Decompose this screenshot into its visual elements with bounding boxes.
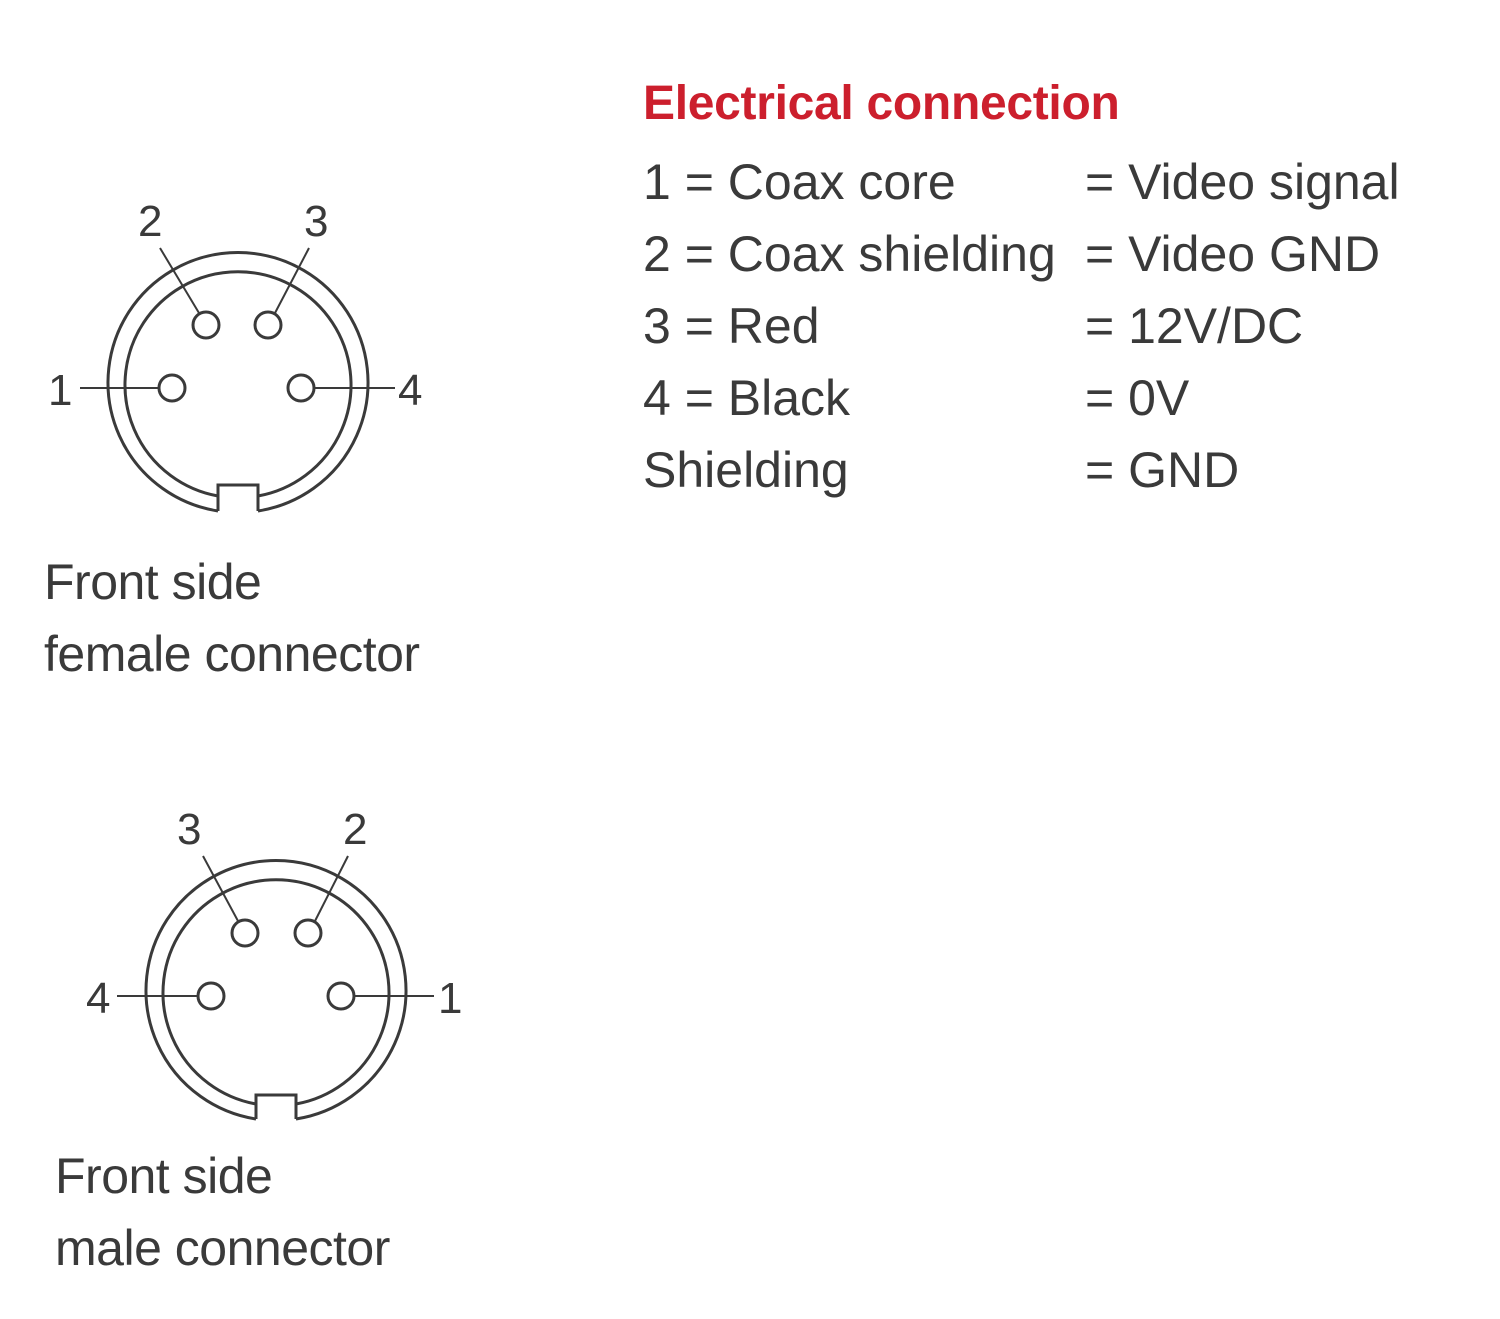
pin-upper-left bbox=[191, 310, 221, 340]
male-connector-svg: 4 1 3 2 bbox=[86, 805, 462, 1121]
connector-outer-ring bbox=[106, 251, 370, 513]
connection-signal: = Video GND bbox=[1085, 226, 1381, 282]
female-connector-diagram: 1 4 2 3 bbox=[0, 0, 460, 540]
pin-label-upper-left: 3 bbox=[177, 805, 201, 854]
male-caption-line1: Front side bbox=[55, 1148, 273, 1204]
female-connector-svg: 1 4 2 3 bbox=[48, 197, 422, 513]
connector-key-notch bbox=[254, 1093, 298, 1119]
pin-upper-right bbox=[253, 310, 283, 340]
male-connector-diagram: 4 1 3 2 bbox=[0, 0, 500, 1140]
connector-inner-ring bbox=[123, 270, 353, 498]
leader-line-upper-right bbox=[314, 855, 349, 922]
pin-right bbox=[326, 981, 356, 1011]
connection-signal: = 0V bbox=[1085, 370, 1190, 426]
connection-signal: = 12V/DC bbox=[1085, 298, 1304, 354]
connector-key-notch bbox=[216, 483, 260, 511]
connection-pin: 3 = Red bbox=[643, 298, 820, 354]
leader-line-upper-left bbox=[202, 855, 239, 922]
female-connector-caption: Front side female connector bbox=[44, 546, 420, 690]
connection-row: 2 = Coax shielding = Video GND bbox=[643, 218, 1483, 290]
connection-signal: = Video signal bbox=[1085, 154, 1400, 210]
male-caption-line2: male connector bbox=[55, 1220, 390, 1276]
connection-signal: = GND bbox=[1085, 442, 1240, 498]
pin-label-left: 4 bbox=[86, 974, 110, 1023]
connection-row: 1 = Coax core = Video signal bbox=[643, 146, 1483, 218]
pin-label-right: 1 bbox=[438, 974, 462, 1023]
pin-label-upper-left: 2 bbox=[138, 197, 162, 246]
connection-pin: 4 = Black bbox=[643, 370, 851, 426]
female-caption-line2: female connector bbox=[44, 626, 420, 682]
connector-inner-ring bbox=[161, 878, 391, 1106]
female-caption-line1: Front side bbox=[44, 554, 262, 610]
pin-left bbox=[196, 981, 226, 1011]
pin-label-upper-right: 3 bbox=[304, 197, 328, 246]
connection-pin: 1 = Coax core bbox=[643, 154, 956, 210]
connection-row: 3 = Red = 12V/DC bbox=[643, 290, 1483, 362]
connector-outer-ring bbox=[144, 859, 408, 1121]
male-connector-caption: Front side male connector bbox=[55, 1140, 390, 1284]
pin-label-right: 4 bbox=[398, 366, 422, 415]
electrical-connection-block: Electrical connection 1 = Coax core = Vi… bbox=[643, 72, 1483, 506]
pin-label-upper-right: 2 bbox=[343, 805, 367, 854]
connection-row: 4 = Black = 0V bbox=[643, 362, 1483, 434]
leader-line-upper-right bbox=[274, 247, 310, 314]
leader-line-upper-left bbox=[159, 247, 200, 314]
connection-row: Shielding = GND bbox=[643, 434, 1483, 506]
pin-upper-right bbox=[293, 918, 323, 948]
connection-pin: 2 = Coax shielding bbox=[643, 226, 1056, 282]
pin-label-left: 1 bbox=[48, 366, 72, 415]
electrical-connection-title: Electrical connection bbox=[643, 77, 1120, 130]
pin-upper-left bbox=[230, 918, 260, 948]
connection-pin: Shielding bbox=[643, 442, 849, 498]
